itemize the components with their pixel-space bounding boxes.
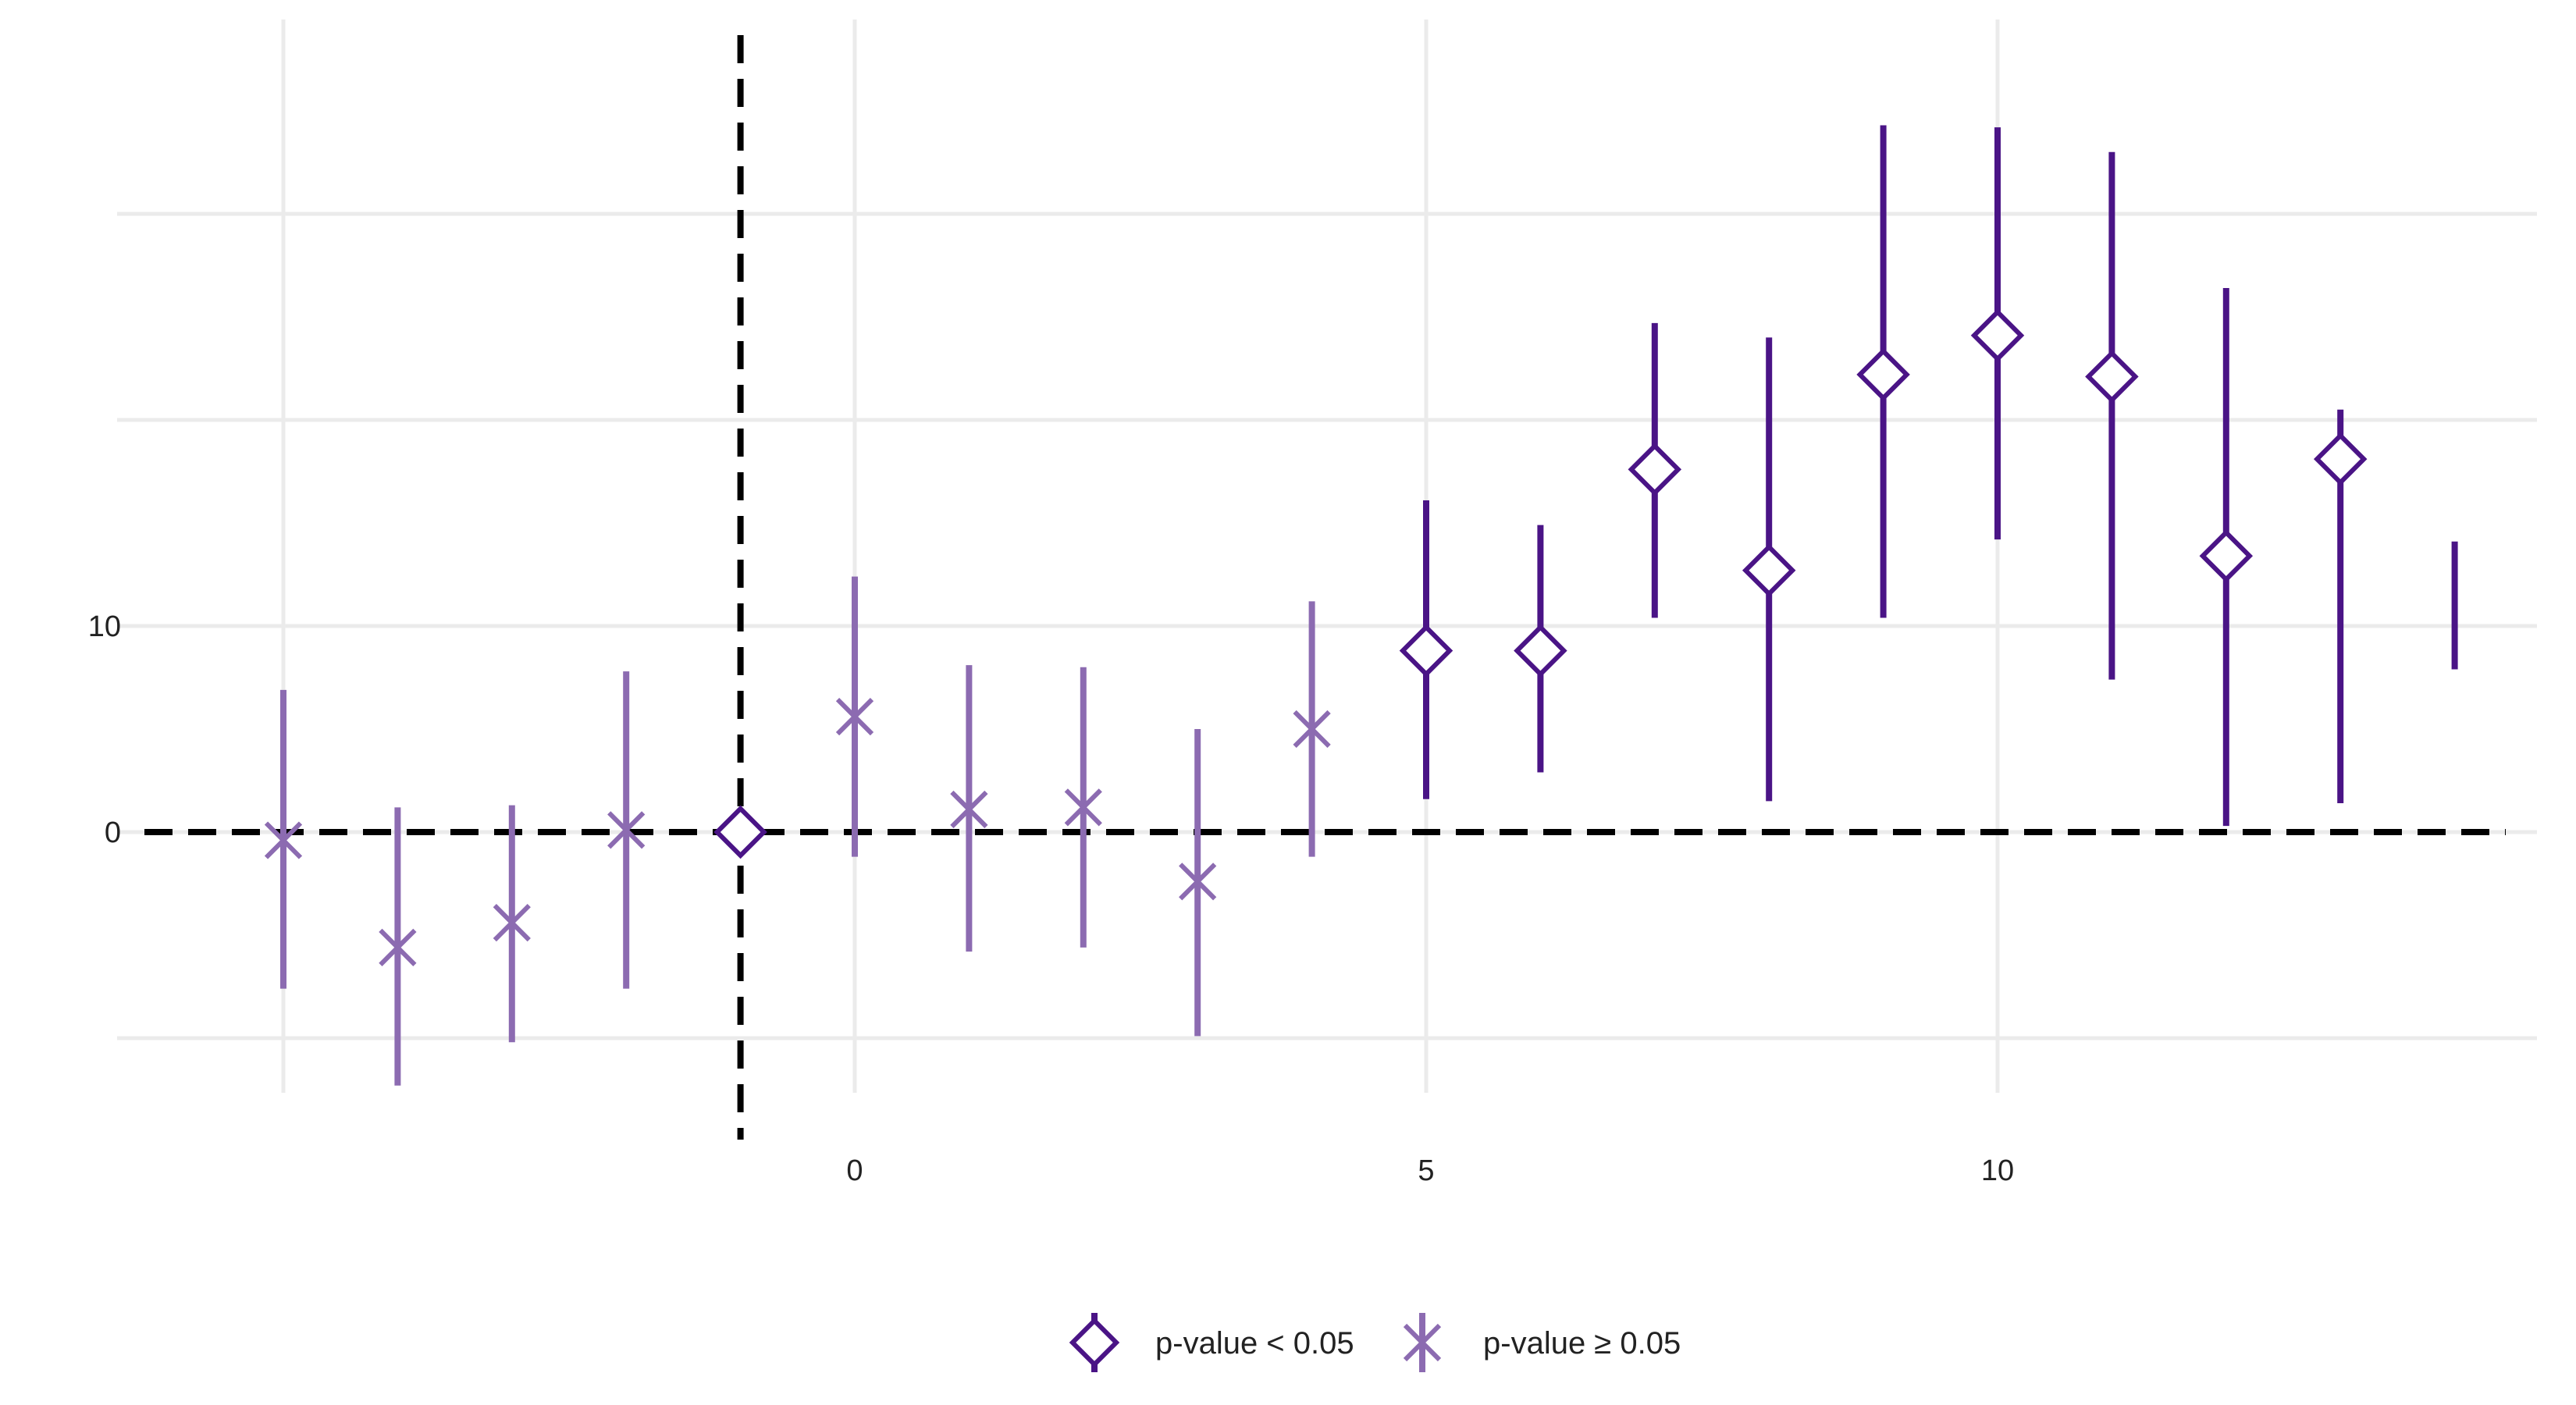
- legend-label: p-value < 0.05: [1155, 1326, 1354, 1361]
- cross-stroke: [1293, 710, 1331, 749]
- reference-lines: [144, 35, 2506, 1140]
- legend-item: p-value < 0.05: [1069, 1313, 1354, 1372]
- diamond-marker: [2085, 350, 2139, 404]
- cross-stroke: [835, 698, 874, 736]
- y-tick-label: 0: [105, 816, 121, 849]
- legend-label: p-value ≥ 0.05: [1483, 1326, 1681, 1361]
- cross-stroke: [379, 928, 417, 966]
- grid-lines: [117, 20, 2537, 1093]
- error-bars: [280, 125, 2458, 1086]
- cross-marker: [493, 904, 531, 942]
- y-tick-label: 10: [88, 610, 121, 643]
- diamond-marker: [713, 805, 767, 859]
- diamond-marker: [2199, 528, 2254, 583]
- legend-item: p-value ≥ 0.05: [1403, 1313, 1681, 1372]
- x-tick-label: 5: [1418, 1154, 1434, 1187]
- diamond-marker: [2313, 432, 2368, 486]
- x-tick-label: 0: [846, 1154, 863, 1187]
- cross-marker: [264, 821, 303, 859]
- diamond-marker: [1856, 347, 1910, 402]
- point-markers: [264, 308, 2368, 966]
- cross-stroke: [264, 821, 303, 859]
- tick-labels: 0 5 10 0 10: [88, 610, 2014, 1187]
- cross-marker: [1179, 863, 1217, 901]
- x-tick-label: 10: [1981, 1154, 2014, 1187]
- diamond-marker: [1742, 543, 1796, 597]
- diamond-marker: [1399, 624, 1453, 678]
- cross-marker: [607, 811, 646, 849]
- cross-marker: [1293, 710, 1331, 749]
- cross-stroke: [950, 790, 988, 829]
- cross-marker: [950, 790, 988, 829]
- cross-stroke: [1179, 863, 1217, 901]
- cross-icon: [1403, 1323, 1442, 1362]
- cross-marker: [379, 928, 417, 966]
- legend: p-value < 0.05 p-value ≥ 0.05: [1069, 1313, 1681, 1372]
- cross-stroke: [493, 904, 531, 942]
- diamond-marker: [1514, 624, 1567, 678]
- cross-marker: [1064, 788, 1102, 827]
- cross-stroke: [607, 811, 646, 849]
- diamond-marker: [1970, 308, 2025, 363]
- cross-stroke: [1403, 1323, 1442, 1362]
- cross-marker: [835, 698, 874, 736]
- diamond-marker: [1628, 443, 1682, 496]
- cross-stroke: [1064, 788, 1102, 827]
- diamond-icon: [1069, 1317, 1120, 1368]
